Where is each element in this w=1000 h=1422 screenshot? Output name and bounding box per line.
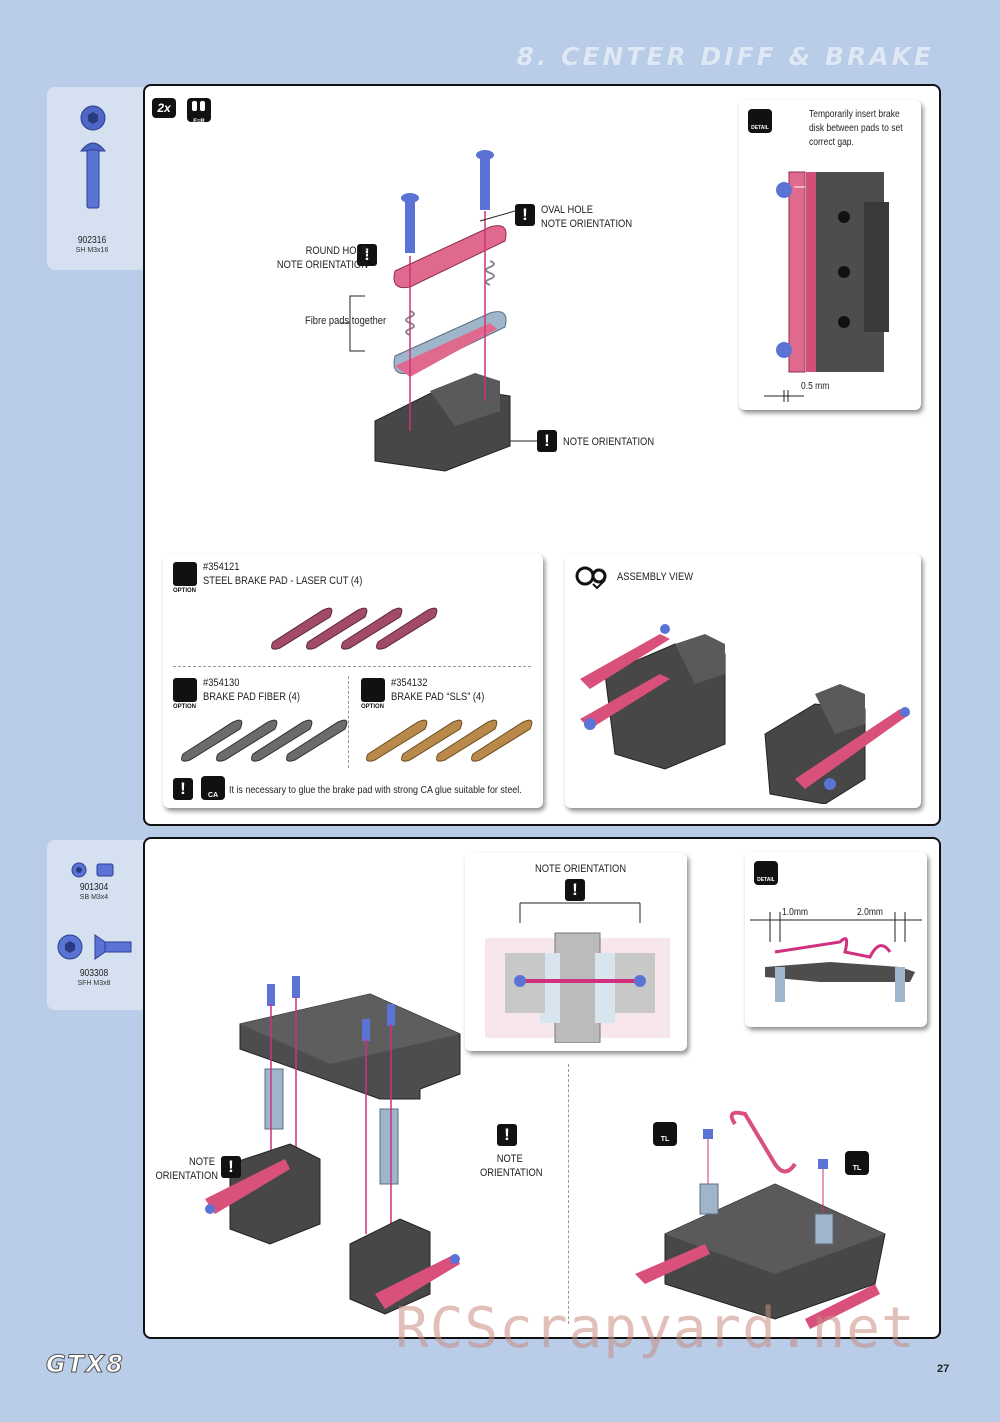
quantity-badge: 2x [152,98,176,118]
thumbs-up-icon [173,678,197,702]
warning-icon: ! [497,1124,517,1146]
warning-icon: ! [173,778,193,800]
screw-icon [401,150,494,253]
gears-icon [575,566,607,590]
threadlock-icon: TL [653,1122,677,1146]
fibre-pads-label: Fibre pads together [305,315,387,327]
thumbs-up-icon [173,562,197,586]
part-description: SB M3x4 [79,894,109,901]
button-screw-sb-m3x4-icon [71,862,114,878]
screw-sh-m3x16-icon [79,105,107,209]
detail-magnifier-icon: DETAIL [754,861,778,885]
warning-icon: ! [515,204,535,226]
caliper-side-illustration [776,171,889,373]
brake-link-assembly-illustration [635,1110,886,1329]
spacing-detail-illustration [750,912,922,1002]
brand-logo: GTX8 [46,1350,125,1379]
section-title: 8. CENTER DIFF & BRAKE [516,42,934,71]
warning-icon: ! [565,879,585,901]
gap-right-label: 2.0mm [857,907,883,918]
flat-head-screw-sfh-m3x8-icon [57,934,132,960]
warning-icon: ! [221,1156,241,1178]
gap-measure-label: 0.5 mm [801,381,830,392]
steel-brake-pads-illustration [271,607,438,650]
part-number: 903308 [79,968,109,979]
front-rear-badge: F=R [187,98,211,125]
glue-note: It is necessary to glue the brake pad wi… [229,784,522,796]
diff-top-view-illustration [485,902,670,1043]
gap-arrows [764,390,804,402]
note-orientation-box: NOTE ORIENTATION ! [465,853,687,1051]
thumbs-up-icon [361,678,385,702]
note-orientation-label: NOTE ORIENTATION [563,436,655,448]
detail-magnifier-icon: DETAIL [748,109,772,133]
hands-icon [192,101,205,111]
note-orientation-top-label: NOTE ORIENTATION [535,863,627,875]
detail-box-bottom: DETAIL 1.0mm 2.0mm [745,852,927,1027]
parts-sidebar-bottom: 901304 SB M3x4 903308 SFH M3x8 [47,840,147,1010]
watermark: RCScrapyard.net [395,1296,916,1361]
detail-box: DETAIL Temporarily insert brake disk bet… [739,100,921,410]
option-label: OPTION [361,704,385,710]
center-diff-mount-exploded-illustration [205,976,461,1315]
assembly-view-label: ASSEMBLY VIEW [617,571,694,583]
brake-exploded-illustration [340,150,545,472]
warning-icon: ! [357,244,377,266]
detail-text: Temporarily insert brake disk between pa… [809,109,903,148]
warning-icon: ! [537,430,557,452]
sls-brake-pads-illustration [366,719,533,762]
part-description: SFH M3x8 [77,980,111,987]
fiber-brake-pads-illustration [181,719,348,762]
assembly-view-box: ASSEMBLY VIEW [565,554,921,808]
divider [568,1064,569,1324]
option-label: OPTION [173,704,197,710]
gap-left-label: 1.0mm [782,907,808,918]
assembly-view-illustration [580,624,910,804]
part-number: 901304 [79,882,109,893]
divider [173,666,531,667]
threadlock-icon: TL [845,1151,869,1175]
part-number: 902316 [77,235,107,246]
divider [348,676,349,768]
parts-sidebar-top: 902316 SH M3x16 [47,87,147,270]
option-label: OPTION [173,588,197,594]
part-description: SH M3x16 [75,247,109,254]
page-number: 27 [937,1363,950,1375]
ca-glue-icon: CA [201,776,225,800]
